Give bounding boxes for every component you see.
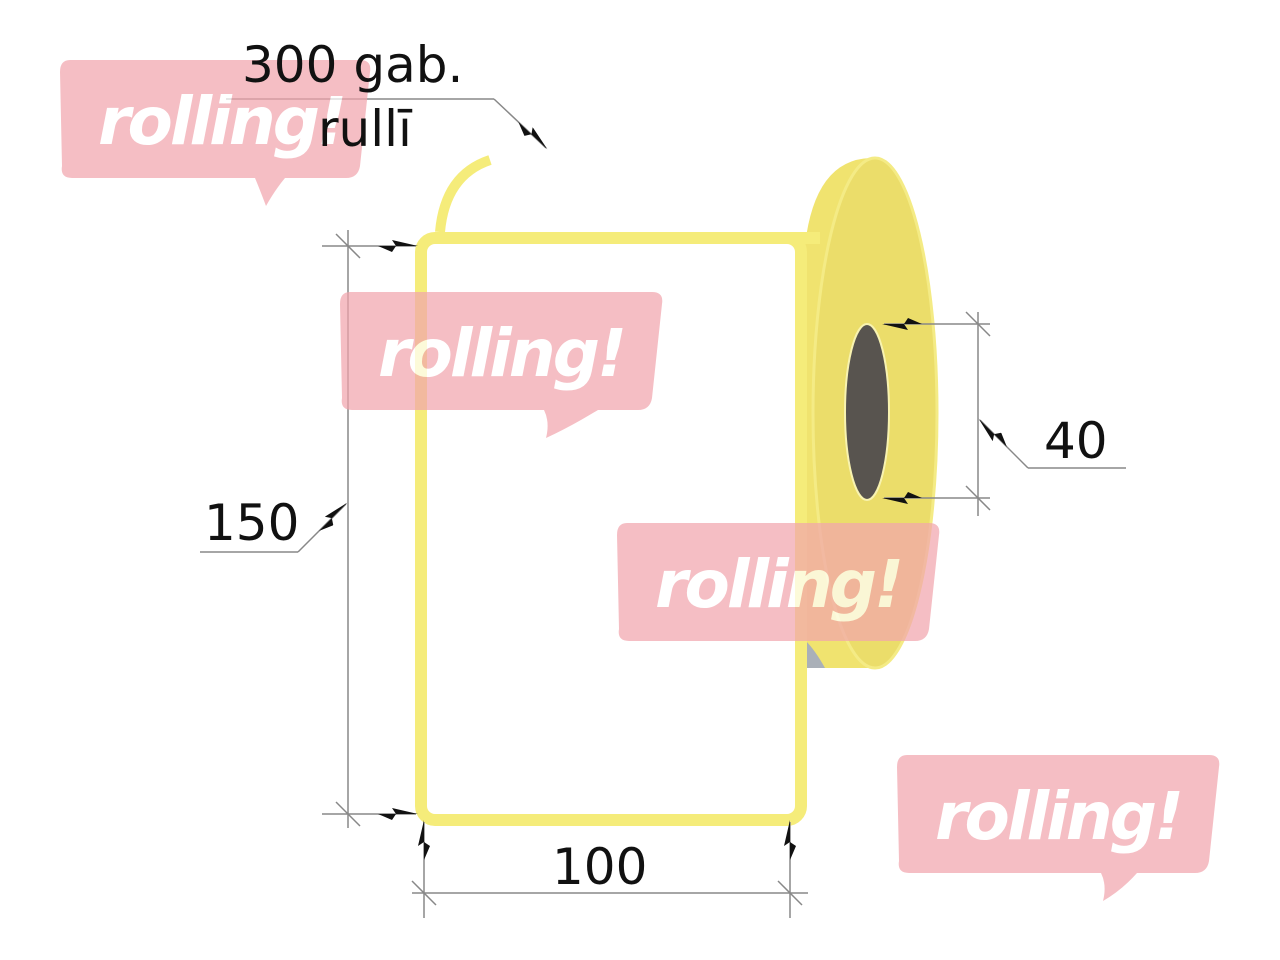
watermarks: rolling! rolling! rolling! rolling! <box>60 60 1220 901</box>
watermark-text: rolling! <box>378 315 624 392</box>
watermark-text: rolling! <box>655 546 901 623</box>
quantity-label: 300 gab. <box>242 36 463 94</box>
watermark-text: rolling! <box>98 83 344 160</box>
height-label: 150 <box>204 494 299 552</box>
core-diameter-label: 40 <box>1044 412 1108 470</box>
quantity-unit: rullī <box>318 100 413 158</box>
label-sheet <box>415 155 820 826</box>
watermark-text: rolling! <box>935 778 1181 855</box>
watermark-logo: rolling! <box>340 292 663 438</box>
core-hole <box>844 323 890 501</box>
watermark-logo: rolling! <box>897 755 1220 901</box>
width-label: 100 <box>552 838 647 896</box>
watermark-logo: rolling! <box>617 523 940 641</box>
watermark-logo: rolling! <box>60 60 371 206</box>
